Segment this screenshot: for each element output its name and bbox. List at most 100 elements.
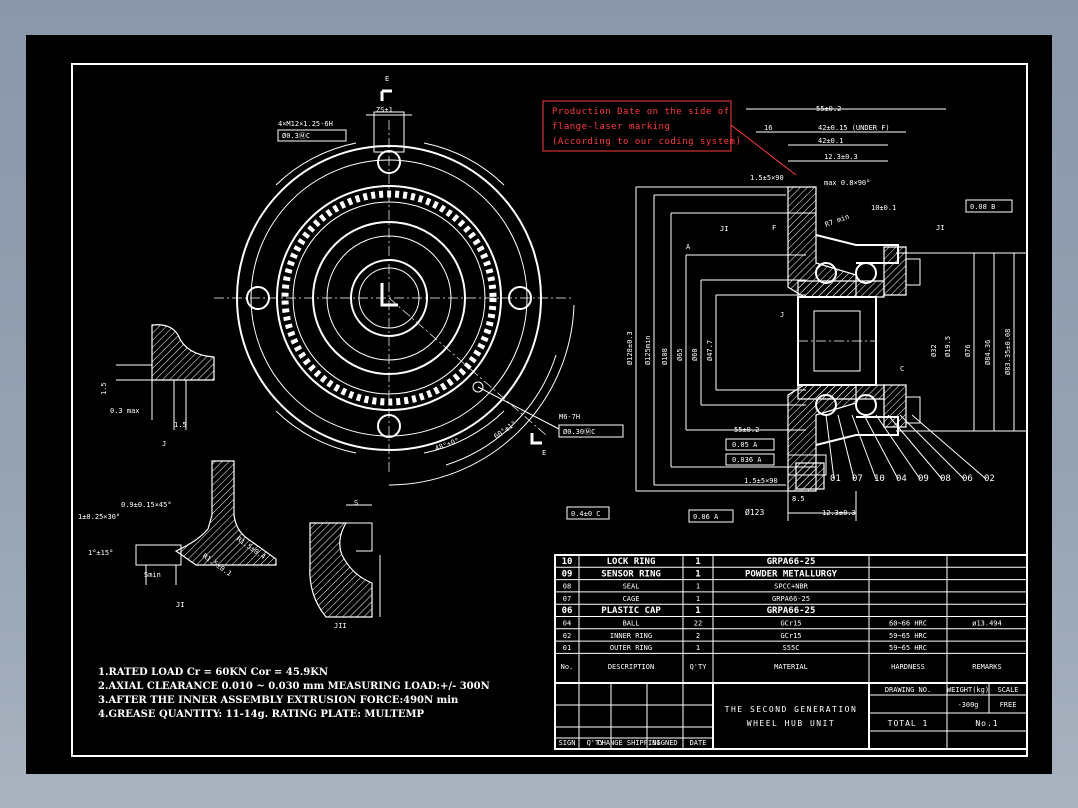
balloon-07: 07 <box>852 474 863 484</box>
balloon-08: 08 <box>940 474 951 484</box>
bom-cell-desc: OUTER RING <box>610 644 652 652</box>
detail-j-dim-3: 1.5 <box>174 421 187 429</box>
label-ji-1: JI <box>720 225 728 233</box>
chamfer-small-bottom: 1.5±5×90 <box>744 477 778 485</box>
dim-dia-47: Ø47.7 <box>706 340 714 361</box>
chamfer-small-top: 1.5±5×90 <box>750 174 784 182</box>
bom-cell-material: POWDER METALLURGY <box>745 569 838 579</box>
diameter-123: Ø123 <box>745 507 764 517</box>
balloon-02: 02 <box>984 474 995 484</box>
header-description: DESCRIPTION <box>608 663 654 671</box>
dim-flange-16: 16 <box>764 124 772 132</box>
header-material: MATERIAL <box>774 663 808 671</box>
header-qty: Q'TY <box>690 663 708 671</box>
weight-label: WEIGHT(kg) <box>947 686 989 694</box>
bom-cell-desc: INNER RING <box>610 632 652 640</box>
bolt-hole-left <box>246 286 270 310</box>
detail-j-dim-2: 0.3 max <box>110 407 140 415</box>
label-f: F <box>772 224 776 232</box>
header-hardness: HARDNESS <box>891 663 925 671</box>
bom-cell-qty: 1 <box>695 557 700 567</box>
drawing-border <box>71 63 1028 757</box>
bom-cell-no: 06 <box>562 606 573 616</box>
balloon-10: 10 <box>874 474 885 484</box>
detail-j-label: J <box>162 440 166 448</box>
sign-label-3: CHANGE SHIPPING <box>597 739 660 747</box>
label-c: C <box>900 365 904 373</box>
bom-cell-no: 10 <box>562 557 573 567</box>
bom-cell-qty: 1 <box>695 569 700 579</box>
bom-cell-qty: 1 <box>695 606 700 616</box>
thread-callout: 4×M12×1.25-6H <box>278 120 333 128</box>
tolerance-0-05: 0.05 A <box>732 441 758 449</box>
dim-dia-128: Ø128±0.3 <box>626 331 634 365</box>
sign-label-1: SIGN <box>559 739 576 747</box>
thread-tolerance: Ø0.3ⓂC <box>282 132 310 140</box>
title-line-1: THE SECOND GENERATION <box>725 705 858 714</box>
detail-ji-label: JI <box>176 601 184 609</box>
bom-cell-no: 08 <box>563 583 571 591</box>
title-line-2: WHEEL HUB UNIT <box>747 719 835 728</box>
detail-jii-dim: S <box>354 499 358 507</box>
bom-cell-desc: CAGE <box>623 595 640 603</box>
drawing-no-label: DRAWING NO. <box>885 686 931 694</box>
label-a: A <box>686 243 691 251</box>
dim-dia-65: Ø65 <box>676 348 684 361</box>
note-2: 2.AXIAL CLEARANCE 0.010 ~ 0.030 mm MEASU… <box>98 681 490 692</box>
detail-view-j: 1.5 0.3 max 1.5 J <box>100 324 215 448</box>
section-view: 55±0.2 16 42±0.15 (UNDER F) 42±0.1 12.3±… <box>566 105 1026 523</box>
bom-cell-material: GRPA66-25 <box>767 557 816 567</box>
bolt-hole-right <box>508 286 532 310</box>
weight-value: -300g <box>957 701 978 709</box>
front-view: E E 4×M12×1.25-6H Ø0.3ⓂC ZS±1 M6-7H Ø0.3… <box>214 75 624 486</box>
bom-cell-no: 07 <box>563 595 571 603</box>
bolt-hole-top <box>373 111 405 174</box>
dim-10: 10±0.1 <box>871 204 896 212</box>
bom-cell-no: 02 <box>563 632 571 640</box>
dim-8-5: 8.5 <box>792 495 805 503</box>
section-mark-top: E <box>385 75 389 83</box>
annotation-line-2: flange-laser marking <box>552 122 670 132</box>
balloon-01: 01 <box>830 474 841 484</box>
bom-cell-qty: 22 <box>694 620 702 628</box>
note-3: 3.AFTER THE INNER ASSEMBLY EXTRUSION FOR… <box>98 695 459 706</box>
sign-label-4: SIGNED <box>652 739 677 747</box>
balloon-04: 04 <box>896 474 907 484</box>
title-block: THE SECOND GENERATION WHEEL HUB UNIT DRA… <box>554 682 1028 750</box>
chamfer-max: max 0.8×90° <box>824 179 870 187</box>
dim-dia-84: Ø84.36 <box>984 340 992 365</box>
bom-cell-qty: 1 <box>696 595 700 603</box>
detail-ji-dim-2: 1±0.25×30° <box>78 513 120 521</box>
dim-12-3-top: 12.3±0.3 <box>824 153 858 161</box>
balloon-06: 06 <box>962 474 973 484</box>
detail-ji-dim-3: 1°±15° <box>88 549 113 557</box>
annotation-line-3: (According to our coding system) <box>552 137 741 147</box>
bom-cell-remarks: ø13.494 <box>972 620 1002 628</box>
bom-cell-material: GRPA66-25 <box>767 606 816 616</box>
bom-cell-material: GCr15 <box>780 620 801 628</box>
hole-callout: M6-7H <box>559 413 580 421</box>
bom-cell-desc: PLASTIC CAP <box>601 606 661 616</box>
label-ji-2: JI <box>936 224 944 232</box>
sign-label-2: Q'TY <box>587 739 605 747</box>
dim-dia-32: Ø32 <box>930 344 938 357</box>
bom-cell-no: 04 <box>563 620 571 628</box>
dim-dia-108: Ø108 <box>661 348 669 365</box>
angle-dimension-2: 60°±1° <box>493 420 518 441</box>
header-no: No. <box>561 663 574 671</box>
cad-drawing: E E 4×M12×1.25-6H Ø0.3ⓂC ZS±1 M6-7H Ø0.3… <box>71 63 1028 757</box>
bom-cell-desc: SEAL <box>623 583 640 591</box>
ball-upper-2 <box>855 262 877 284</box>
dim-dia-83: Ø83.35±0.08 <box>1004 329 1012 375</box>
note-1: 1.RATED LOAD Cr = 60KN Cor = 45.9KN <box>98 667 328 678</box>
header-remarks: REMARKS <box>972 663 1002 671</box>
dim-overall: 55±0.2 <box>816 105 841 113</box>
note-4: 4.GREASE QUANTITY: 11-14g. RATING PLATE:… <box>98 709 425 720</box>
radius-callout: R7 min <box>824 213 851 229</box>
bom-cell-no: 01 <box>563 644 571 652</box>
sheet-number: No.1 <box>975 719 998 728</box>
bom-cell-material: S55C <box>783 644 800 652</box>
bom-cell-desc: SENSOR RING <box>601 569 661 579</box>
total-sheets: TOTAL 1 <box>888 719 929 728</box>
